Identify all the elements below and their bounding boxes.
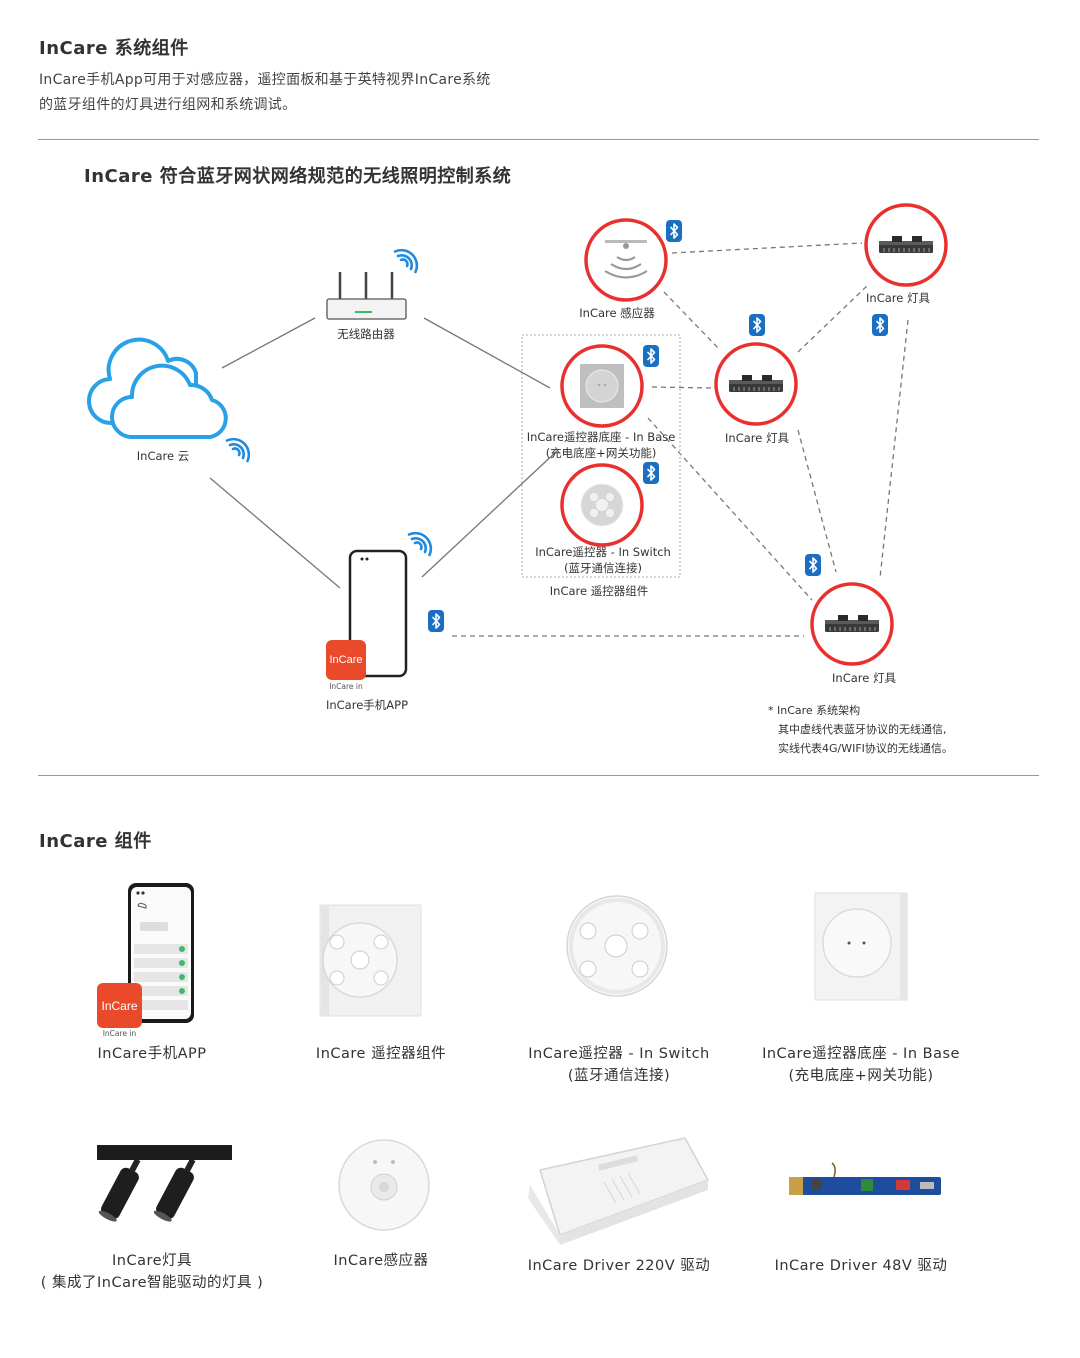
light-label-2: InCare 灯具 <box>725 431 789 445</box>
divider-middle <box>38 775 1039 776</box>
cloud-icon <box>87 337 228 439</box>
component-caption-app: InCare手机APP <box>97 1046 207 1062</box>
light-node-1 <box>864 203 948 287</box>
component-caption-remote-group: InCare 遥控器组件 <box>315 1046 447 1062</box>
component-caption-in-base: InCare遥控器底座 - In Base (充电底座+网关功能) <box>762 1046 960 1084</box>
app-icon: InCare <box>326 640 366 680</box>
component-caption-driver-48v: InCare Driver 48V 驱动 <box>774 1258 948 1274</box>
component-caption-sensor: InCare感应器 <box>333 1253 429 1269</box>
component-caption-in-switch: InCare遥控器 - In Switch (蓝牙通信连接) <box>528 1046 710 1084</box>
light-node-3 <box>810 582 894 666</box>
router-label: 无线路由器 <box>337 327 395 341</box>
switch-label: InCare遥控器 - In Switch (蓝牙通信连接) <box>535 545 671 575</box>
light-label-1: InCare 灯具 <box>866 291 930 305</box>
product-driver-48v-image <box>789 1162 941 1195</box>
router-icon <box>326 272 407 320</box>
app-icon-caption: InCare in <box>329 682 363 691</box>
light-label-3: InCare 灯具 <box>832 671 896 685</box>
diagram-note: * InCare 系统架构 其中虚线代表蓝牙协议的无线通信, 实线代表4G/WI… <box>768 704 953 755</box>
remote-group-label: InCare 遥控器组件 <box>549 584 649 598</box>
product-phone-image <box>128 883 194 1023</box>
base-node <box>560 344 644 428</box>
component-caption-light: InCare灯具 ( 集成了InCare智能驱动的灯具 ) <box>40 1253 264 1291</box>
light-node-2 <box>714 342 798 426</box>
product-sensor-image <box>338 1139 430 1231</box>
product-base-image <box>814 892 908 1001</box>
component-caption-driver-220v: InCare Driver 220V 驱动 <box>527 1258 711 1274</box>
sensor-node <box>584 218 668 302</box>
solid-links <box>209 317 559 589</box>
product-switch-image <box>566 895 668 997</box>
page-title: InCare 系统组件 <box>39 38 189 59</box>
intro-line-2: 的蓝牙组件的灯具进行组网和系统调试。 <box>39 97 297 113</box>
intro-line-1: InCare手机App可用于对感应器，遥控面板和基于英特视界InCare系统 <box>39 72 491 88</box>
diagram-title: InCare 符合蓝牙网状网络规范的无线照明控制系统 <box>84 166 512 187</box>
dashed-links <box>452 242 909 637</box>
phone-label: InCare手机APP <box>325 698 409 712</box>
components-title: InCare 组件 <box>39 831 152 852</box>
base-label: InCare遥控器底座 - In Base (充电底座+网关功能) <box>526 430 676 460</box>
divider-top <box>38 139 1039 140</box>
product-app-icon: InCare <box>97 983 142 1028</box>
switch-node <box>560 463 644 547</box>
sensor-label: InCare 感应器 <box>579 306 655 320</box>
cloud-label: InCare 云 <box>136 449 190 463</box>
product-light-image <box>97 1145 232 1222</box>
product-remote-group-image <box>319 904 422 1017</box>
product-app-icon-caption: InCare in <box>102 1029 137 1038</box>
product-driver-220v-image <box>528 1137 709 1245</box>
intro-text: InCare手机App可用于对感应器，遥控面板和基于英特视界InCare系统 的… <box>39 68 579 118</box>
